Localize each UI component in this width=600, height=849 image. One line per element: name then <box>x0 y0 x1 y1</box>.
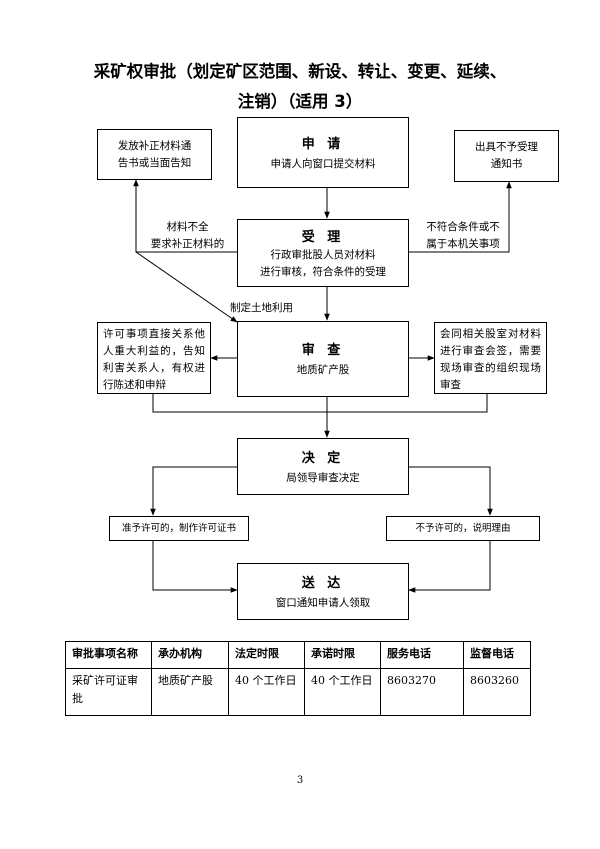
arrow-deny-to-deliver <box>408 541 491 593</box>
note-interest: 许可事项直接关系他人重大利益的，告知利害关系人，有权进行陈述和申辩 <box>97 322 211 394</box>
page-number: 3 <box>296 775 304 786</box>
approval-info-table: 审批事项名称 承办机构 法定时限 承诺时限 服务电话 监督电话 采矿许可证审批 … <box>65 641 531 716</box>
table-header-cell: 法定时限 <box>228 641 305 669</box>
label-landuse: 制定土地利用 <box>230 302 293 314</box>
step-decide: 决 定 局领导审查决定 <box>237 438 409 495</box>
table-cell-item-name: 采矿许可证审批 <box>65 668 152 716</box>
step-deliver-desc: 窗口通知申请人领取 <box>275 596 371 609</box>
note-joint: 会同相关股室对材料进行审查会签，需要现场审查的组织现场审查 <box>434 322 547 394</box>
page-title-line-1: 采矿权审批（划定矿区范围、新设、转让、变更、延续、 <box>93 62 507 81</box>
step-deliver: 送 达 窗口通知申请人领取 <box>237 563 409 620</box>
note-interest-text: 许可事项直接关系他人重大利益的，告知利害关系人，有权进行陈述和申辩 <box>103 328 205 391</box>
arrow-to-deny <box>409 466 493 516</box>
notice-supplement-line-2: 告书或当面告知 <box>117 156 192 169</box>
step-accept-title: 受 理 <box>301 229 345 245</box>
table-header-row: 审批事项名称 承办机构 法定时限 承诺时限 服务电话 监督电话 <box>65 641 531 669</box>
page-title-line-2: 注销）（适用 3） <box>237 92 363 111</box>
table-cell-legal-limit: 40 个工作日 <box>228 668 305 716</box>
step-accept-desc-2: 进行审核，符合条件的受理 <box>260 265 386 278</box>
arrow-diagonal-to-review <box>135 251 238 323</box>
notice-reject: 出具不予受理 通知书 <box>454 130 559 182</box>
table-cell-supervision-phone: 8603260 <box>463 668 531 716</box>
arrow-approve-to-deliver <box>152 541 238 593</box>
line-joint-merge <box>327 394 488 413</box>
step-accept: 受 理 行政审批股人员对材料 进行审核，符合条件的受理 <box>237 219 409 287</box>
notice-reject-line-1: 出具不予受理 <box>475 141 538 153</box>
label-deny: 不予许可的，说明理由 <box>386 516 540 541</box>
step-deliver-title: 送 达 <box>301 575 345 591</box>
table-header-cell: 承诺时限 <box>304 641 381 669</box>
table-cell-promised-limit: 40 个工作日 <box>304 668 381 716</box>
label-nonconform: 不符合条件或不 属于本机关事项 <box>413 219 513 253</box>
table-row: 采矿许可证审批 地质矿产股 40 个工作日 40 个工作日 8603270 86… <box>65 668 531 716</box>
line-interest-merge <box>152 394 327 413</box>
label-incomplete-line-2: 要求补正材料的 <box>150 238 225 250</box>
label-nonconform-line-2: 属于本机关事项 <box>426 238 500 250</box>
step-review-desc: 地质矿产股 <box>296 364 350 376</box>
step-review-title: 审 查 <box>301 343 345 358</box>
label-nonconform-line-1: 不符合条件或不 <box>426 221 500 233</box>
label-incomplete: 材料不全 要求补正材料的 <box>140 219 235 253</box>
table-header-cell: 承办机构 <box>151 641 229 669</box>
step-decide-desc: 局领导审查决定 <box>286 471 360 484</box>
table-cell-agency: 地质矿产股 <box>151 668 229 716</box>
notice-supplement: 发放补正材料通 告书或当面告知 <box>97 129 212 180</box>
step-accept-desc-1: 行政审批股人员对材料 <box>270 248 376 261</box>
step-apply-title: 申 请 <box>301 136 345 152</box>
notice-supplement-line-1: 发放补正材料通 <box>117 139 192 152</box>
label-approve: 准予许可的，制作许可证书 <box>109 516 249 541</box>
arrow-to-reject <box>409 181 512 253</box>
table-cell-service-phone: 8603270 <box>380 668 464 716</box>
step-decide-title: 决 定 <box>301 450 345 466</box>
label-incomplete-line-1: 材料不全 <box>166 221 209 233</box>
step-apply-desc: 申请人向窗口提交材料 <box>270 157 376 170</box>
step-apply: 申 请 申请人向窗口提交材料 <box>237 117 409 188</box>
table-header-cell: 审批事项名称 <box>65 641 152 669</box>
table-header-cell: 监督电话 <box>463 641 531 669</box>
notice-reject-line-2: 通知书 <box>490 158 523 170</box>
table-header-cell: 服务电话 <box>380 641 464 669</box>
note-joint-text: 会同相关股室对材料进行审查会签，需要现场审查的组织现场审查 <box>440 328 541 391</box>
arrow-to-approve <box>150 466 237 516</box>
step-review: 审 查 地质矿产股 <box>237 321 409 397</box>
